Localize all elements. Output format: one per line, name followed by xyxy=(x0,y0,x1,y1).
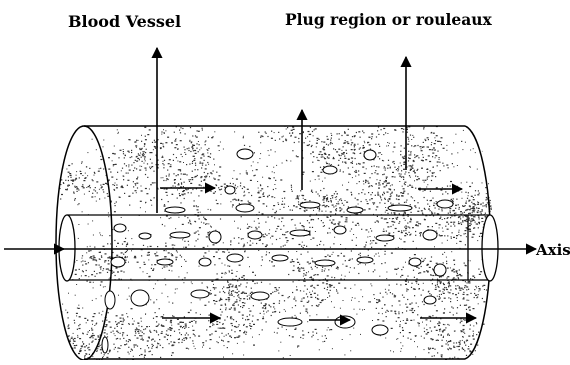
red-cell xyxy=(376,235,394,241)
red-cell xyxy=(105,291,115,309)
plug-label: Plug region or rouleaux xyxy=(285,10,493,29)
red-cell xyxy=(278,318,302,326)
red-cell xyxy=(170,232,190,238)
red-cell xyxy=(102,337,108,353)
red-cell xyxy=(437,200,453,208)
vessel-label: Blood Vessel xyxy=(68,12,181,31)
red-cell xyxy=(423,230,437,240)
red-cell xyxy=(114,224,126,232)
red-cell xyxy=(272,255,288,261)
red-cell xyxy=(237,149,253,159)
red-cell xyxy=(315,260,335,266)
outer-vessel xyxy=(56,126,490,360)
red-cell xyxy=(227,254,243,262)
red-cell xyxy=(199,258,211,266)
axis-label: Axis xyxy=(535,241,570,259)
red-cell xyxy=(357,257,373,263)
red-cell xyxy=(209,231,221,243)
red-cell xyxy=(251,292,269,300)
red-cell xyxy=(335,316,355,328)
red-cell xyxy=(334,226,346,234)
red-cell xyxy=(165,207,185,213)
plug-cylinder xyxy=(59,215,498,281)
red-cell xyxy=(323,166,337,174)
red-cell xyxy=(191,290,209,298)
red-cell xyxy=(131,290,149,306)
red-blood-cells xyxy=(102,149,453,353)
red-cell xyxy=(388,205,412,211)
red-cell xyxy=(347,207,363,213)
red-cell xyxy=(157,259,173,265)
red-cell xyxy=(372,325,388,335)
red-cell xyxy=(409,258,421,266)
red-cell xyxy=(236,204,254,212)
red-cell xyxy=(424,296,436,304)
red-cell xyxy=(111,257,125,267)
red-cell xyxy=(290,230,310,236)
red-cell xyxy=(364,150,376,160)
red-cell xyxy=(139,233,151,239)
red-cell xyxy=(225,186,235,194)
red-cell xyxy=(300,202,320,208)
blood-texture xyxy=(39,117,513,360)
red-cell xyxy=(248,231,262,239)
red-cell xyxy=(434,264,446,276)
